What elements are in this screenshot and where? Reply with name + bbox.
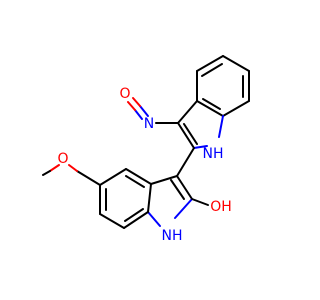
bond [196,55,224,72]
bond [218,115,224,138]
bond [99,168,127,186]
bond [174,198,193,219]
bond [147,211,161,227]
bond [176,147,195,177]
nitroso-oxygen-label: O [119,86,130,102]
molecule-diagram: O N NH NH OH O [42,55,250,244]
bond [124,208,144,222]
bond [150,175,178,185]
bond [183,123,198,145]
bond [191,198,209,206]
bond [123,211,149,229]
bond [196,100,224,117]
nitroso-nitrogen-label: N [144,116,154,132]
bond [134,109,143,120]
bond [99,213,125,229]
bond [42,170,51,176]
bond [125,175,145,188]
bond [127,101,136,111]
hydroxyl-label: OH [210,199,232,215]
lower-nh-label: NH [162,228,183,244]
bond [132,97,141,107]
bond [176,175,193,200]
methoxy-oxygen-label: O [57,151,68,167]
bond [193,145,208,149]
bond [202,98,221,110]
bond [76,170,101,186]
bond [147,183,152,213]
structure-svg: O N NH NH OH O [42,55,250,244]
upper-nh-label: NH [203,146,224,162]
bond [139,105,149,117]
bond [201,63,223,77]
bond [177,100,198,124]
bond [177,122,195,149]
bond [170,179,185,200]
bond [222,55,250,72]
bond [68,164,78,172]
bond [49,164,60,172]
bond [222,100,250,117]
bond [125,168,152,185]
